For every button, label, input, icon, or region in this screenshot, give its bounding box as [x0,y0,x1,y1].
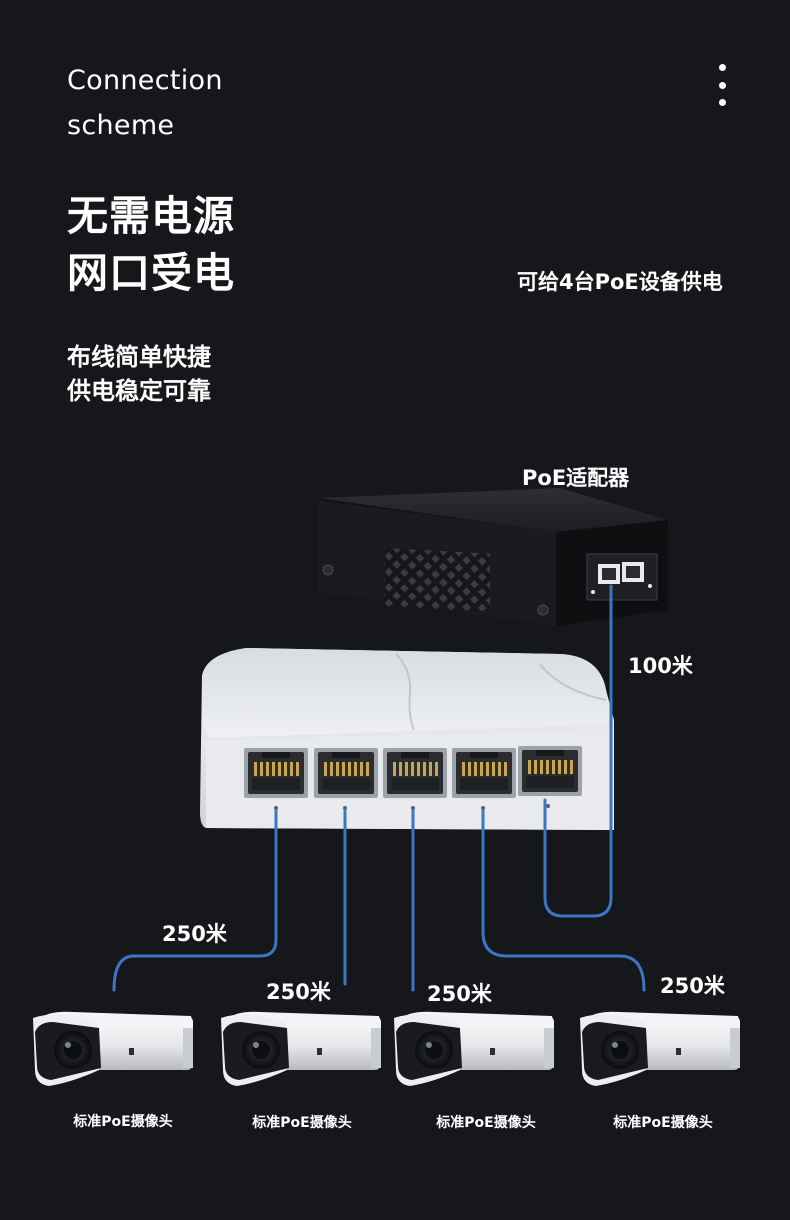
camera-2-distance: 250米 [266,980,331,1004]
camera-1-label: 标准PoE摄像头 [73,1114,173,1130]
poe-switch [200,648,614,830]
camera-1-distance: 250米 [162,922,227,946]
section-eyebrow: Connection scheme [67,58,223,148]
cables [112,584,646,992]
subtext-line-2: 供电稳定可靠 [67,377,211,405]
camera-2-image [221,1011,381,1086]
camera-3-distance: 250米 [427,982,492,1006]
camera-cable-1 [112,808,278,992]
menu-dot [718,81,726,89]
capacity-note: 可给4台PoE设备供电 [517,270,723,294]
headline-line-2: 网口受电 [67,249,235,297]
camera-3-label: 标准PoE摄像头 [436,1115,536,1131]
subtext: 布线简单快捷 供电稳定可靠 [67,340,211,408]
camera-2-label: 标准PoE摄像头 [252,1115,352,1131]
menu-dot [718,64,726,71]
camera-3-image [394,1011,554,1086]
camera-4-distance: 250米 [660,974,725,998]
menu-dot [718,99,726,106]
eyebrow-line-2: scheme [67,110,175,141]
uplink-distance: 100米 [628,654,693,678]
camera-4-image [580,1011,740,1086]
camera-1-image [33,1011,193,1086]
uplink-cable [543,584,613,918]
camera-4-label: 标准PoE摄像头 [613,1115,713,1131]
eyebrow-line-1: Connection [67,65,223,96]
headline-line-1: 无需电源 [67,192,235,240]
adapter-label: PoE适配器 [522,466,630,490]
camera-cable-4 [481,808,646,992]
poe-adapter [318,488,668,626]
subtext-line-1: 布线简单快捷 [67,343,211,371]
headline: 无需电源 网口受电 [67,188,235,302]
more-vertical-icon[interactable] [708,64,736,106]
